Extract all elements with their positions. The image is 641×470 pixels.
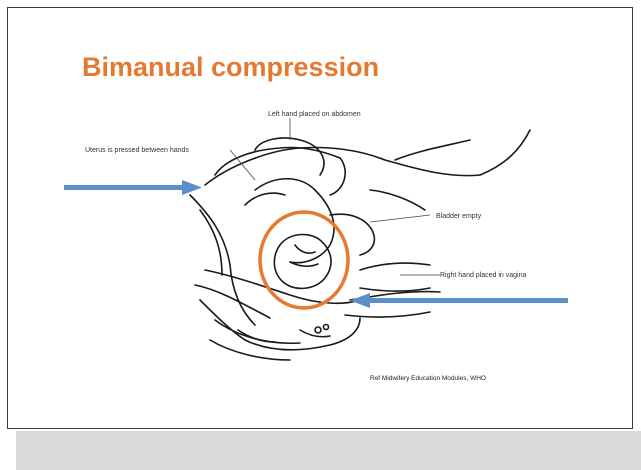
label-uterus: Uterus is pressed between hands [85, 147, 189, 154]
label-left-hand: Left hand placed on abdomen [268, 111, 361, 118]
pressure-arrows [64, 180, 568, 308]
highlight-circle [260, 212, 348, 308]
reference-text: Ref Midwifery Education Modules, WHO [370, 375, 486, 382]
label-right-hand: Right hand placed in vagina [440, 272, 526, 279]
label-bladder: Bladder empty [436, 213, 481, 220]
